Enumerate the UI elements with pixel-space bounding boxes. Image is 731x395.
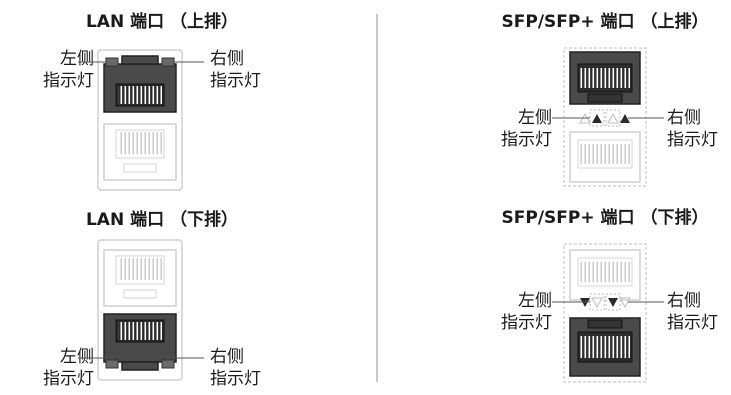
sfp-top-left-label-line1: 左侧: [518, 108, 552, 128]
sfp-top-right-label-line1: 右侧: [667, 108, 701, 128]
lan-top-port-inactive: [103, 123, 177, 181]
lan-bottom-left-label-line1: 左侧: [60, 347, 94, 367]
sfp-top-left-label-line2: 指示灯: [501, 130, 552, 150]
sfp-bottom-port-inactive: [569, 249, 641, 301]
lan-top-right-label-line2: 指示灯: [210, 71, 261, 91]
center-divider: [376, 14, 378, 382]
lan-top-port-active: [103, 55, 177, 113]
sfp-bottom-right-label-line2: 指示灯: [667, 313, 718, 333]
lan-top-right-led-icon: [161, 57, 175, 67]
sfp-top-right-label-line2: 指示灯: [667, 130, 718, 150]
sfp-bottom-right-indicator-label: 右侧 指示灯: [667, 290, 731, 334]
lan-top-left-led-icon: [105, 57, 119, 67]
lan-bottom-port-active: [103, 313, 177, 371]
lan-bottom-left-indicator-label: 左侧 指示灯: [20, 346, 94, 390]
lan-bottom-right-led-icon: [161, 359, 175, 369]
sfp-top-left-indicator-label: 左侧 指示灯: [478, 107, 552, 151]
sfp-bottom-right-led-icon: [608, 298, 618, 307]
sfp-top-port-inactive: [569, 131, 641, 183]
lan-bottom-right-label-line2: 指示灯: [210, 369, 261, 389]
sfp-top-left-led-icon: [592, 114, 602, 123]
sfp-bottom-left-label-line2: 指示灯: [501, 313, 552, 333]
lan-bottom-right-indicator-label: 右侧 指示灯: [210, 346, 284, 390]
lan-bottom-left-label-line2: 指示灯: [43, 369, 94, 389]
lan-bottom-port-inactive: [103, 249, 177, 307]
sfp-bottom-outline: [563, 243, 647, 383]
lan-bottom-left-led-icon: [105, 359, 119, 369]
lan-top-left-label-line1: 左侧: [60, 49, 94, 69]
sfp-bottom-left-indicator-label: 左侧 指示灯: [478, 290, 552, 334]
sfp-top-title: SFP/SFP+ 端口 （上排）: [501, 12, 709, 32]
sfp-top-outline: [563, 47, 647, 187]
sfp-top-port-active: [569, 51, 641, 105]
lan-bottom-title: LAN 端口 （下排）: [85, 210, 239, 230]
sfp-bottom-left-label-line1: 左侧: [518, 291, 552, 311]
sfp-bottom-title: SFP/SFP+ 端口 （下排）: [501, 208, 709, 228]
sfp-top-led-zone: [579, 109, 630, 127]
sfp-stack: [552, 47, 664, 383]
sfp-top-right-indicator-label: 右侧 指示灯: [667, 107, 731, 151]
lan-top-left-indicator-label: 左侧 指示灯: [20, 48, 94, 92]
lan-top-right-label-line1: 右侧: [210, 49, 244, 69]
lan-bottom-right-label-line1: 右侧: [210, 347, 244, 367]
sfp-bottom-right-label-line1: 右侧: [667, 291, 701, 311]
lan-top-title: LAN 端口 （上排）: [85, 12, 239, 32]
sfp-top-right-led-icon: [620, 114, 630, 123]
lan-top-right-indicator-label: 右侧 指示灯: [210, 48, 284, 92]
sfp-bottom-port-active: [569, 317, 641, 377]
lan-stack: [78, 49, 204, 381]
lan-top-left-label-line2: 指示灯: [43, 71, 94, 91]
